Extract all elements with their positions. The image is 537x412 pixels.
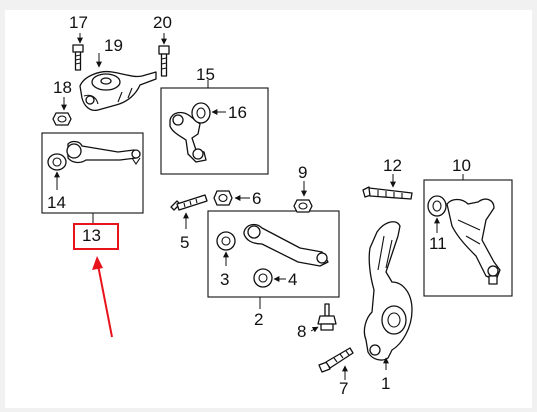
bolt-17 [72,44,84,71]
callout-14: 14 [47,193,66,212]
nut-9 [293,199,313,213]
callout-7: 7 [339,379,348,398]
highlight-box [73,223,119,250]
callout-3: 3 [220,270,229,289]
callout-5: 5 [180,233,189,252]
bushing-11 [427,195,447,217]
callout-9: 9 [298,163,307,182]
callout-13: 13 [82,226,101,245]
callout-4: 4 [288,270,297,289]
control-arm-15 [169,111,207,163]
callout-18: 18 [53,78,72,97]
control-arm-10 [446,198,501,285]
frame-10 [423,179,513,297]
ball-joint-8 [317,303,337,331]
callout-6: 6 [252,189,261,208]
callout-8: 8 [297,322,306,341]
frame-2 [207,210,340,298]
bolt-12 [362,186,413,200]
control-arm-14 [66,140,141,165]
callout-1: 1 [381,374,390,393]
callout-10: 10 [452,156,471,175]
bolt-20 [158,45,170,77]
callout-12: 12 [383,156,402,175]
callout-11: 11 [429,234,447,253]
nut-6 [213,190,233,206]
bolt-7 [318,347,354,373]
bushing-3 [216,231,236,251]
frame-15 [160,87,269,175]
callout-17: 17 [69,13,88,32]
callout-16: 16 [228,103,247,122]
bushing-16 [191,102,211,124]
steering-knuckle-1 [363,221,413,361]
control-arm-2 [243,223,329,267]
bushing-14 [47,153,67,171]
callout-2: 2 [254,310,263,329]
nut-18 [52,112,72,126]
callout-20: 20 [153,13,172,32]
bushing-4 [253,268,273,288]
mount-bracket-19 [79,70,157,112]
callout-19: 19 [104,36,123,55]
bolt-5 [170,194,208,211]
callout-15: 15 [196,65,215,84]
highlight-arrow [92,256,113,338]
